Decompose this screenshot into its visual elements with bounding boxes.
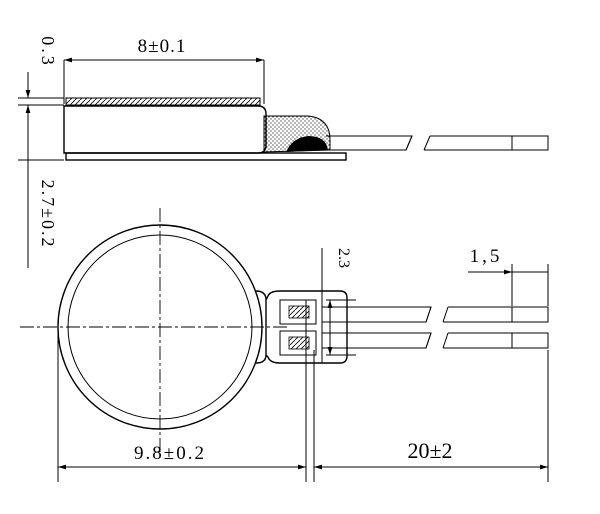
lead-wire-lower [322, 332, 549, 349]
dim-wire-length-label: 20±2 [407, 438, 452, 463]
dim-wire-strip-label: 1,5 [470, 246, 503, 267]
dim-diameter-label: 9.8±0.2 [134, 443, 206, 464]
dim-total-height-label: 2.7±0.2 [38, 180, 58, 249]
dim-top-width: 8±0.1 [63, 36, 265, 104]
dim-diameter: 9.8±0.2 [57, 300, 307, 482]
side-wire [324, 135, 413, 151]
motor-body [63, 105, 267, 154]
solder-joint [286, 136, 328, 152]
dim-top-width-label: 8±0.1 [138, 36, 187, 57]
dim-cover-thickness-label: 0.3 [38, 36, 58, 68]
dim-total-height: 2.7±0.2 [18, 105, 64, 268]
base-plate [65, 152, 347, 161]
solder-pad-lower [279, 330, 317, 356]
lead-wire-upper [322, 306, 549, 323]
connector-tab [255, 290, 348, 364]
dim-cover-thickness: 0.3 [18, 36, 64, 128]
dim-tab-width-label: 2.3 [335, 248, 352, 268]
side-view [63, 97, 549, 161]
dim-wire-strip: 1,5 [468, 246, 549, 306]
dim-tab-width: 2.3 [321, 248, 356, 356]
dim-wire-length: 20±2 [313, 350, 549, 482]
top-view [20, 208, 549, 452]
top-cover-strip [65, 97, 261, 106]
solder-pad-upper [279, 299, 317, 325]
